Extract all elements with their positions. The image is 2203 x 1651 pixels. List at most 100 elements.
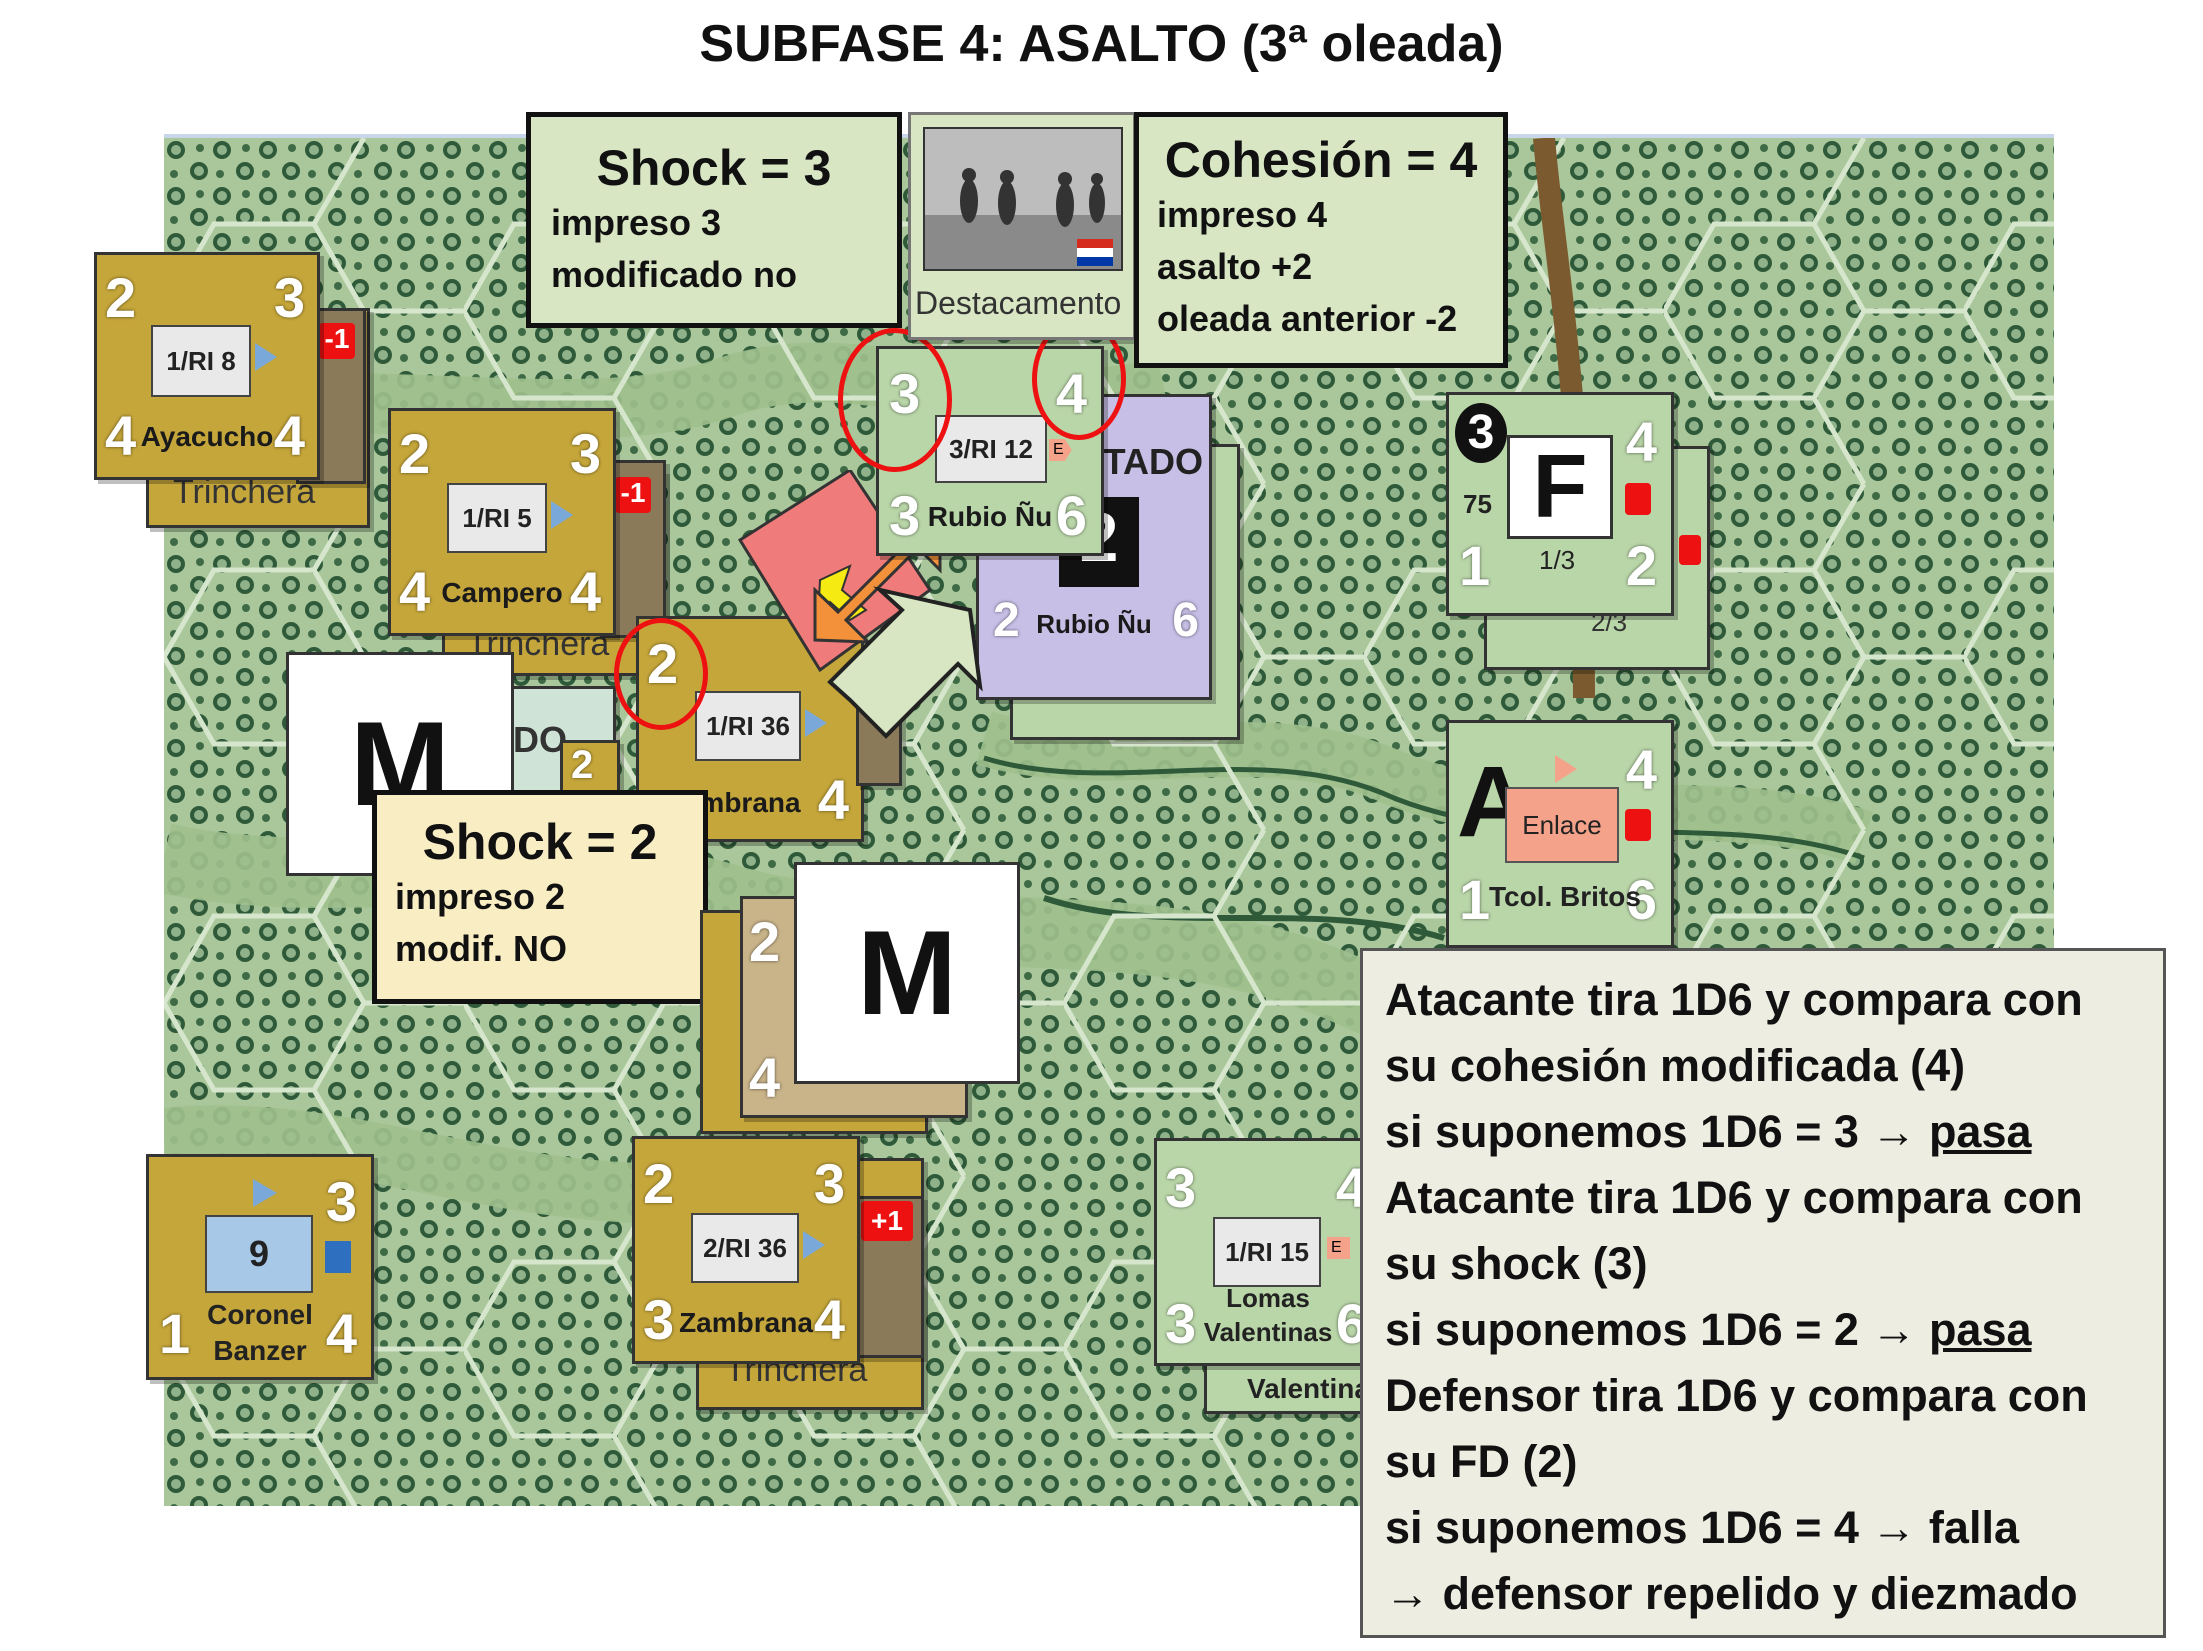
cohesion-line: asalto +2 (1157, 246, 1313, 287)
modifier-tag: -1 (319, 323, 355, 359)
partial-label: DO (513, 719, 567, 760)
result-pass: pasa (1928, 1304, 2032, 1355)
explanation-line: si suponemos 1D6 = 3 → pasa (1385, 1106, 2032, 1157)
unit-id: 3/RI 12 (935, 415, 1047, 483)
unit-id: 1/RI 5 (447, 483, 547, 553)
flag-icon (803, 1231, 825, 1259)
unit-name: Banzer (213, 1335, 307, 1366)
flag-icon: E (1049, 439, 1072, 461)
unit-name: Lomas (1226, 1283, 1310, 1313)
stat-top-right: 3 (325, 1170, 357, 1233)
flag-icon (551, 501, 573, 529)
stat-bottom-right: 4 (325, 1302, 357, 1365)
small-value: 75 (1463, 489, 1492, 519)
counter-ayacucho[interactable]: 2 3 1/RI 8 4 4 Ayacucho (94, 252, 320, 480)
stat-bottom-right: 4 (817, 768, 849, 831)
explanation-line: Defensor tira 1D6 y compara con (1385, 1370, 2088, 1421)
f-marker-box: F (1507, 435, 1613, 539)
counter-coronel-banzer[interactable]: 3 9 1 4 Coronel Banzer (146, 1154, 374, 1380)
unit-name: Ayacucho (140, 421, 274, 452)
stat-top-left: 2 (571, 743, 594, 787)
shock-attacker-box: Shock = 3 impreso 3 modificado no (526, 112, 902, 328)
stat-top-right: 3 (569, 422, 601, 485)
explanation-line: Atacante tira 1D6 y compara con (1385, 974, 2083, 1025)
shock-line: modificado no (551, 254, 797, 295)
unit-box: 9 (205, 1215, 313, 1293)
shock-heading: Shock = 2 (422, 814, 658, 870)
stat-top-right: 4 (1625, 738, 1657, 801)
explanation-line: → defensor repelido y diezmado (1385, 1568, 2078, 1619)
soldiers-photo (923, 127, 1123, 271)
destacamento-card[interactable]: Destacamento (908, 112, 1136, 340)
counter-zambrana2-back[interactable]: +1 (852, 1196, 924, 1358)
stat-bottom-right: 6 (1055, 484, 1087, 547)
enlace-label: Enlace (1505, 787, 1619, 863)
stat-top-right: 3 (813, 1152, 845, 1215)
unit-name: Rubio Ñu (927, 501, 1053, 532)
counter-f[interactable]: 3 75 F 4 1 2 1/3 (1446, 392, 1674, 616)
stat-bottom-left: 4 (399, 560, 431, 623)
explanation-line: si suponemos 1D6 = 2 → pasa (1385, 1304, 2032, 1355)
green-arrow-icon (827, 586, 983, 739)
stat-bottom-right: 4 (273, 404, 305, 467)
counter-campero[interactable]: 2 3 1/RI 5 4 4 Campero (388, 408, 616, 636)
flag-icon (1555, 755, 1577, 783)
counter-zambrana-attacker[interactable]: 2 3 2/RI 36 3 4 Zambrana (632, 1136, 860, 1364)
flag-icon: E (1327, 1237, 1350, 1259)
cohesion-box: Cohesión = 4 impreso 4 asalto +2 oleada … (1134, 112, 1508, 368)
counter-enlace[interactable]: A Enlace 4 1 6 Tcol. Britos (1446, 720, 1674, 948)
destacamento-label: Destacamento (915, 285, 1122, 321)
explanation-box: Atacante tira 1D6 y compara con su cohes… (1360, 948, 2166, 1638)
unit-id: 1/RI 36 (695, 691, 801, 761)
unit-name: mbrana (699, 787, 801, 818)
highlight-circle (614, 618, 708, 730)
unit-name: Valentina (1247, 1373, 1370, 1404)
result-pass: pasa (1928, 1106, 2032, 1157)
stat-bottom-left: 4 (105, 404, 137, 467)
explanation-line: Atacante tira 1D6 y compara con (1385, 1172, 2083, 1223)
circle-number: 3 (1455, 403, 1507, 463)
flag-paraguay-icon (1077, 239, 1113, 248)
cohesion-heading: Cohesión = 4 (1164, 132, 1478, 188)
m-marker[interactable]: M (794, 862, 1020, 1084)
explanation-line: si suponemos 1D6 = 4 → falla (1385, 1502, 2019, 1553)
unit-name: Valentinas (1203, 1317, 1333, 1347)
modifier-tag: +1 (861, 1201, 913, 1241)
unit-id: 2/RI 36 (691, 1213, 799, 1283)
stat-top-left: 3 (1165, 1156, 1197, 1219)
unit-name: Campero (441, 577, 563, 608)
stat-bottom-right: 6 (1625, 868, 1657, 931)
unit-id: 1/RI 15 (1213, 1217, 1321, 1287)
shock-line: impreso 3 (551, 202, 722, 243)
highlight-circle (838, 328, 952, 472)
stat-bottom-right: 2 (1625, 534, 1657, 597)
shock-line: impreso 2 (395, 876, 566, 917)
unit-name: Zambrana (679, 1307, 813, 1338)
unit-id: 1/RI 8 (151, 325, 251, 397)
stat-bottom-left: 3 (1165, 1292, 1197, 1355)
shock-defender-box: Shock = 2 impreso 2 modif. NO (372, 790, 708, 1004)
stat-top-right: 4 (1625, 410, 1657, 473)
explanation-line: su cohesión modificada (4) (1385, 1040, 1966, 1091)
shock-line: modif. NO (395, 928, 567, 969)
stat-bottom-left: 4 (749, 1046, 781, 1109)
counter-lomas-valentinas[interactable]: 3 4 1/RI 15 E 3 6 Lomas Valentinas (1154, 1138, 1382, 1366)
stat-bottom-left: 3 (889, 484, 921, 547)
stat-bottom-left: 1 (1459, 534, 1491, 597)
red-marker-tag (1679, 535, 1701, 565)
stat-top-right: 3 (273, 266, 305, 329)
red-marker-tag (1625, 483, 1651, 515)
stat-bottom-left: 1 (1459, 868, 1491, 931)
cohesion-line: oleada anterior -2 (1157, 298, 1458, 339)
unit-name: Tcol. Britos (1489, 881, 1641, 912)
modifier-tag: -1 (615, 477, 651, 513)
stat-bottom-right: 4 (813, 1288, 845, 1351)
stat-bottom-right: 6 (1172, 594, 1199, 647)
stat-bottom-left: 1 (159, 1302, 191, 1365)
blue-marker-tag (325, 1241, 351, 1273)
stat-top-left: 2 (643, 1152, 675, 1215)
flag-icon (805, 709, 827, 737)
explanation-line: su shock (3) (1385, 1238, 1648, 1289)
cohesion-line: impreso 4 (1157, 194, 1328, 235)
stat-bottom-left: 3 (643, 1288, 675, 1351)
